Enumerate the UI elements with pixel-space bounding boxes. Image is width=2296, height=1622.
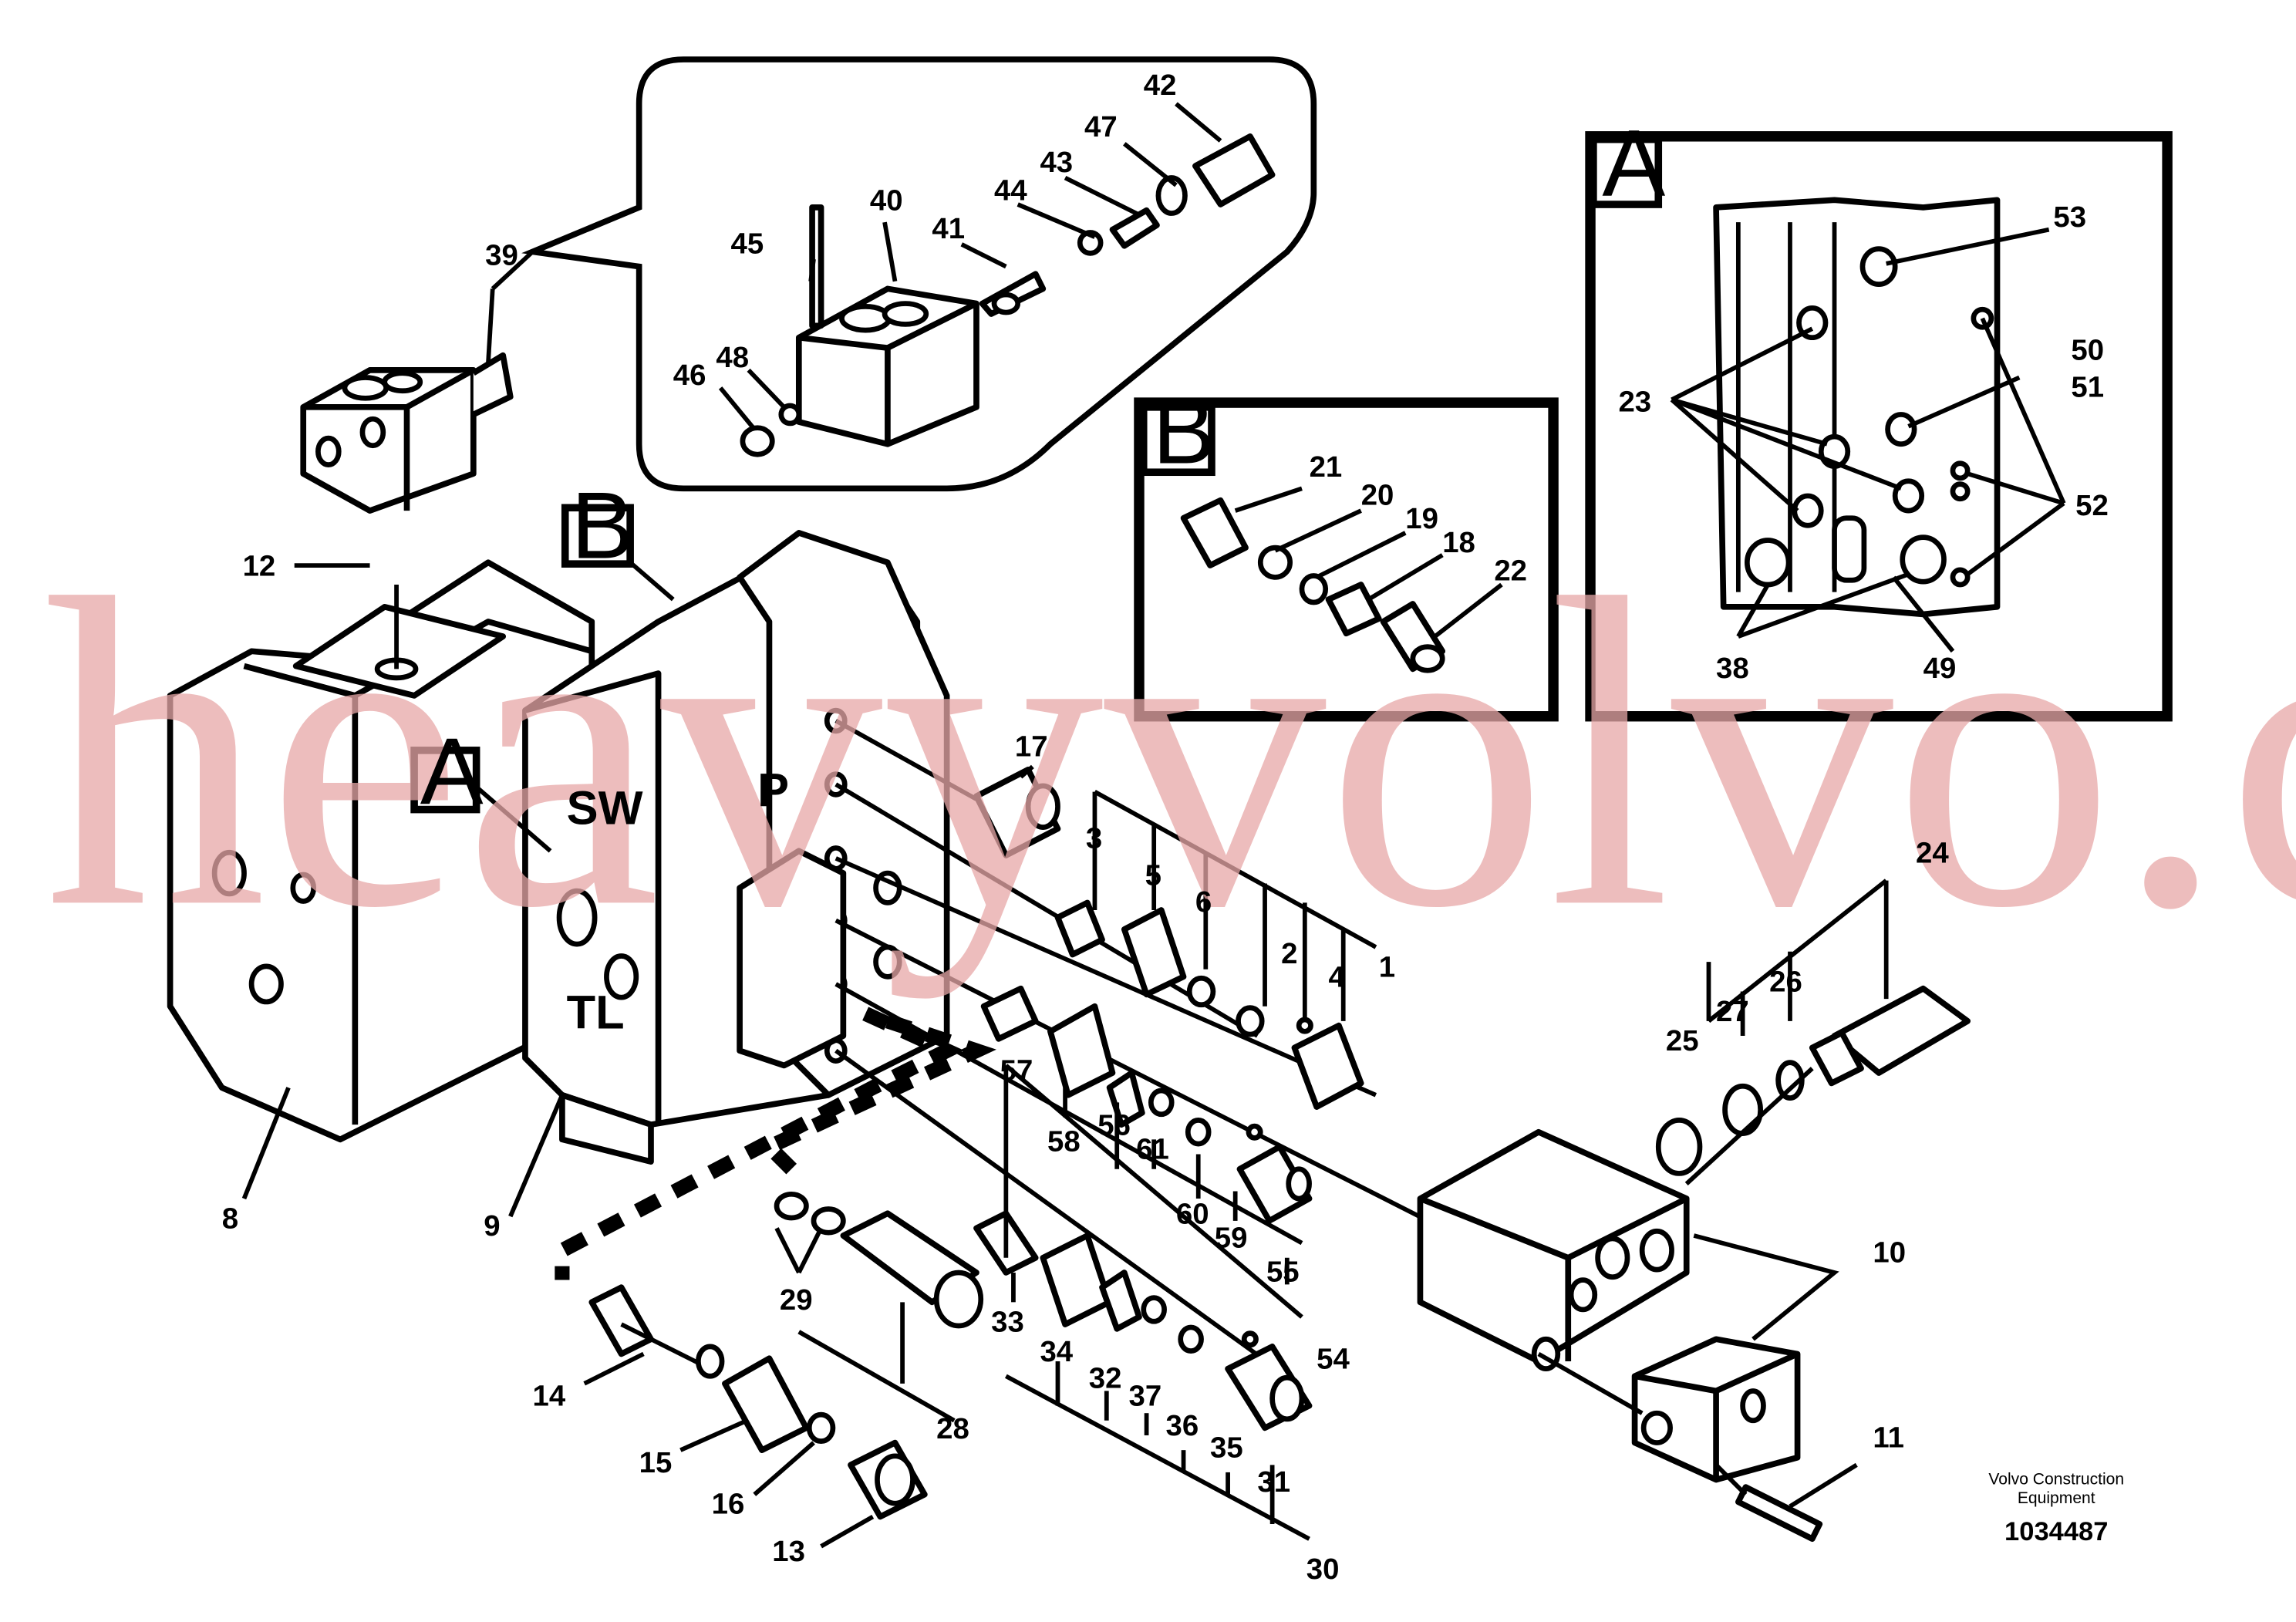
callout-41: 41 <box>932 212 965 245</box>
spool-parts-upper <box>973 766 1364 1224</box>
callout-55: 55 <box>1266 1255 1300 1288</box>
callout-3: 3 <box>1086 821 1102 855</box>
callout-25: 25 <box>1666 1024 1699 1057</box>
callout-52: 52 <box>2075 489 2109 522</box>
callout-numbers: 1 2 3 4 5 6 8 9 10 11 12 13 14 15 16 17 … <box>222 69 2109 1586</box>
callout-28: 28 <box>936 1412 969 1445</box>
callout-46: 46 <box>673 359 706 392</box>
callout-22: 22 <box>1494 554 1527 587</box>
port-p-label: P <box>757 764 789 818</box>
callout-31: 31 <box>1257 1465 1290 1499</box>
callout-49: 49 <box>1923 652 1957 685</box>
callout-60: 60 <box>1176 1198 1209 1231</box>
callout-5: 5 <box>1145 858 1161 892</box>
drawing-number: 1034487 <box>2004 1517 2108 1546</box>
brand-line-1: Volvo Construction <box>1988 1470 2124 1488</box>
callout-54: 54 <box>1317 1343 1350 1376</box>
end-cover-block <box>1417 1128 1690 1372</box>
section-a-marker: A <box>420 719 484 824</box>
callout-50: 50 <box>2071 333 2104 366</box>
callout-48: 48 <box>716 341 749 374</box>
callout-6: 6 <box>1195 885 1212 919</box>
callout-27: 27 <box>1716 995 1749 1028</box>
detail-a-label: A <box>1602 111 1665 217</box>
callout-24: 24 <box>1916 837 1949 870</box>
pilot-line-dashed <box>555 1007 996 1280</box>
callout-30: 30 <box>1306 1553 1340 1586</box>
callout-20: 20 <box>1361 478 1394 511</box>
callout-21: 21 <box>1310 450 1343 484</box>
callout-18: 18 <box>1442 526 1475 559</box>
callout-40: 40 <box>870 184 903 218</box>
callout-29: 29 <box>780 1283 813 1317</box>
pressure-sensor-24 <box>1655 985 1971 1185</box>
callout-53: 53 <box>2053 201 2086 234</box>
callout-59: 59 <box>1215 1221 1248 1254</box>
callout-58: 58 <box>1047 1125 1081 1158</box>
callout-56: 56 <box>1097 1109 1131 1142</box>
callout-19: 19 <box>1405 502 1438 535</box>
callout-33: 33 <box>991 1306 1024 1339</box>
callout-2: 2 <box>1281 937 1297 970</box>
callout-11: 11 <box>1873 1421 1904 1454</box>
callout-15: 15 <box>639 1446 673 1479</box>
callout-47: 47 <box>1084 110 1118 143</box>
main-valve-body <box>167 530 950 1165</box>
callout-34: 34 <box>1040 1335 1073 1368</box>
callout-16: 16 <box>712 1488 745 1521</box>
callout-43: 43 <box>1040 146 1073 179</box>
callout-13: 13 <box>772 1535 805 1568</box>
explosion-axis-lines <box>394 585 1458 1378</box>
callout-36: 36 <box>1166 1409 1199 1442</box>
callout-32: 32 <box>1089 1362 1122 1395</box>
callout-10: 10 <box>1873 1236 1906 1270</box>
port-tl-label: TL <box>567 986 625 1039</box>
port-sw-label: SW <box>567 782 643 835</box>
callout-38: 38 <box>1716 652 1749 685</box>
watermark: heavyvolvo.com <box>45 508 2296 1000</box>
callout-8: 8 <box>222 1202 238 1235</box>
callout-4: 4 <box>1329 961 1346 994</box>
callout-39: 39 <box>485 239 518 272</box>
callout-17: 17 <box>1015 730 1048 764</box>
leader-lines <box>241 102 2066 1549</box>
section-b-marker: B <box>571 473 634 578</box>
callout-44: 44 <box>994 174 1027 207</box>
callout-14: 14 <box>533 1380 566 1413</box>
solenoid-valve-assembly <box>300 352 514 514</box>
detail-39-bubble <box>521 56 1317 492</box>
callout-26: 26 <box>1769 966 1802 999</box>
callout-57: 57 <box>1000 1054 1033 1088</box>
callout-37: 37 <box>1129 1380 1162 1413</box>
callout-9: 9 <box>484 1209 500 1243</box>
brand-line-2: Equipment <box>2018 1489 2095 1507</box>
lower-block-10 <box>1537 1336 1823 1543</box>
callout-51: 51 <box>2071 370 2104 403</box>
callout-23: 23 <box>1618 386 1651 419</box>
callout-45: 45 <box>731 227 764 260</box>
detail-b-label: B <box>1152 379 1215 484</box>
callout-61: 61 <box>1136 1132 1169 1165</box>
callout-1: 1 <box>1379 950 1395 983</box>
callout-42: 42 <box>1144 69 1177 102</box>
spool-parts-lower <box>588 1191 1313 1520</box>
detail-b-box <box>1134 397 1559 722</box>
bubble-parts <box>740 133 1276 457</box>
callout-35: 35 <box>1210 1431 1243 1465</box>
callout-12: 12 <box>243 550 276 583</box>
